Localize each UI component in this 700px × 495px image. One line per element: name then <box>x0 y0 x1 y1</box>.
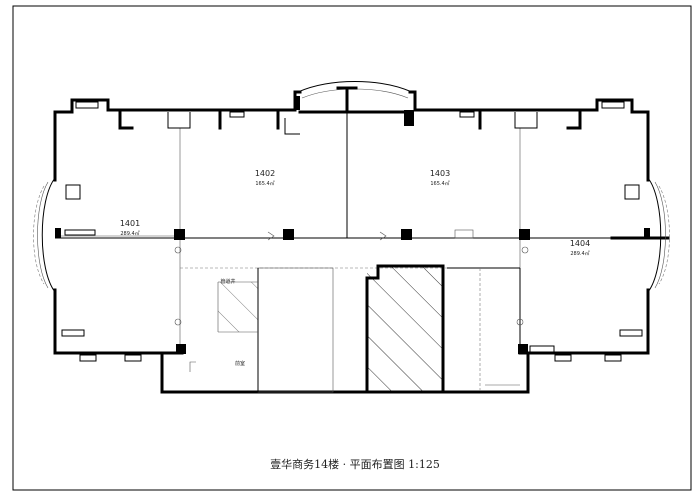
column <box>519 229 530 240</box>
room-1404-area: 289.4㎡ <box>570 250 589 257</box>
window-units <box>61 101 643 372</box>
column <box>404 110 414 126</box>
shaft-label: 管道井 <box>220 278 235 285</box>
room-1404-number: 1404 <box>570 239 590 248</box>
room-1401-area: 289.4㎡ <box>120 230 139 237</box>
room-1402-area: 165.4㎡ <box>255 180 274 187</box>
column <box>518 344 528 354</box>
column <box>283 229 294 240</box>
room-labels: 1401 289.4㎡ 1402 165.4㎡ 1403 165.4㎡ 1404… <box>120 169 590 367</box>
outer-walls <box>53 90 670 394</box>
sheet-frame <box>12 5 692 491</box>
service-core <box>217 264 520 394</box>
room-1403-area: 165.4㎡ <box>430 180 449 187</box>
room-1401-number: 1401 <box>120 219 140 228</box>
room-1402-number: 1402 <box>255 169 275 178</box>
column <box>176 344 186 354</box>
drawing-title: 壹华商务14楼 · 平面布置图 1:125 <box>270 457 440 471</box>
column <box>644 228 650 238</box>
hatched-shaft-left <box>257 267 334 393</box>
column <box>174 229 185 240</box>
hatched-shaft-right <box>367 266 443 392</box>
room-1403-number: 1403 <box>430 169 450 178</box>
column <box>401 229 412 240</box>
column <box>55 228 61 238</box>
column <box>294 96 300 110</box>
lobby-label: 前室 <box>235 360 245 367</box>
columns <box>55 86 650 354</box>
side-bays <box>33 81 670 293</box>
